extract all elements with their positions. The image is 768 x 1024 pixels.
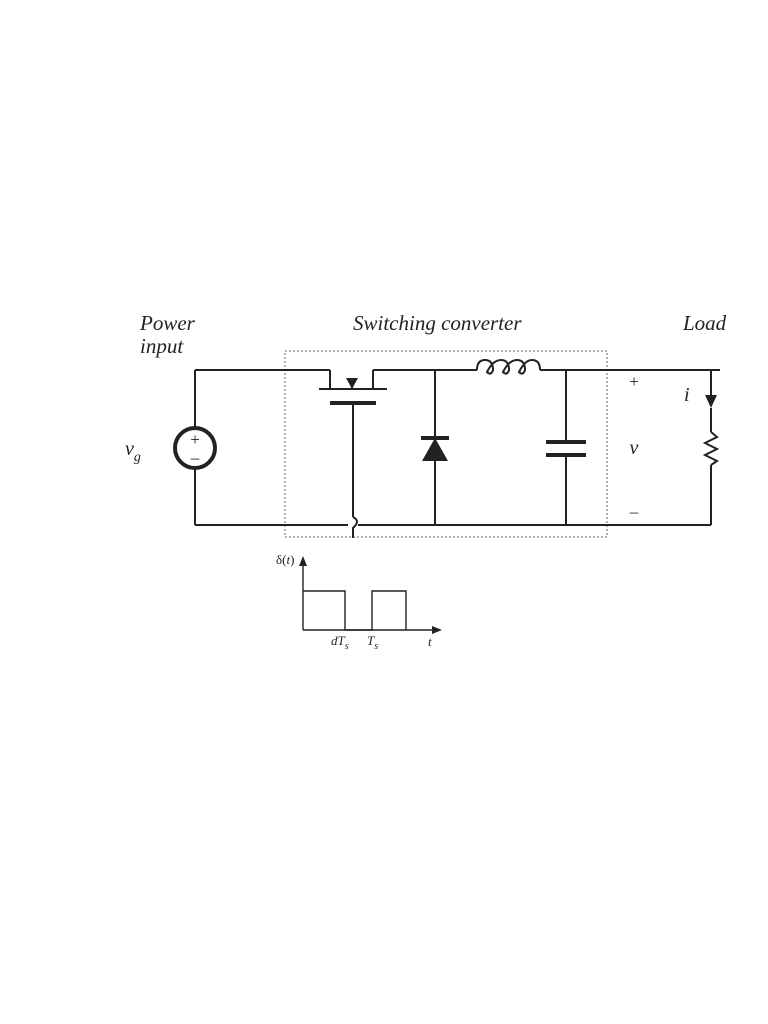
- load-label: Load: [682, 311, 727, 335]
- switching-converter-label: Switching converter: [353, 311, 522, 335]
- power-input-label-line1: Power: [139, 311, 196, 335]
- diode: [421, 370, 449, 525]
- voltage-source: + –: [173, 370, 217, 525]
- duty-time-tick-label: dTs: [331, 633, 349, 652]
- waveform-pulses: [303, 590, 407, 631]
- output-voltage-label: v: [630, 437, 639, 459]
- output-plus-sign: +: [629, 372, 639, 391]
- waveform-y-arrow: [299, 556, 307, 566]
- waveform-y-label: δ(t): [276, 552, 294, 567]
- inductor: [476, 358, 541, 375]
- output-minus-sign: –: [629, 502, 639, 521]
- gate-wire-crossover: [352, 516, 358, 538]
- switching-waveform: [299, 556, 442, 634]
- source-minus-sign: –: [190, 448, 200, 467]
- mosfet-switch: [319, 370, 387, 405]
- converter-boundary-box: [284, 350, 608, 538]
- source-plus-sign: +: [190, 430, 200, 449]
- waveform-x-arrow: [432, 626, 442, 634]
- capacitor: [546, 370, 586, 525]
- period-tick-label: Ts: [367, 633, 378, 652]
- power-input-label-line2: input: [140, 334, 184, 358]
- load-current-label: i: [684, 384, 690, 406]
- load-resistor: [702, 370, 720, 525]
- waveform-x-label: t: [428, 634, 432, 649]
- source-voltage-label: vg: [125, 438, 141, 465]
